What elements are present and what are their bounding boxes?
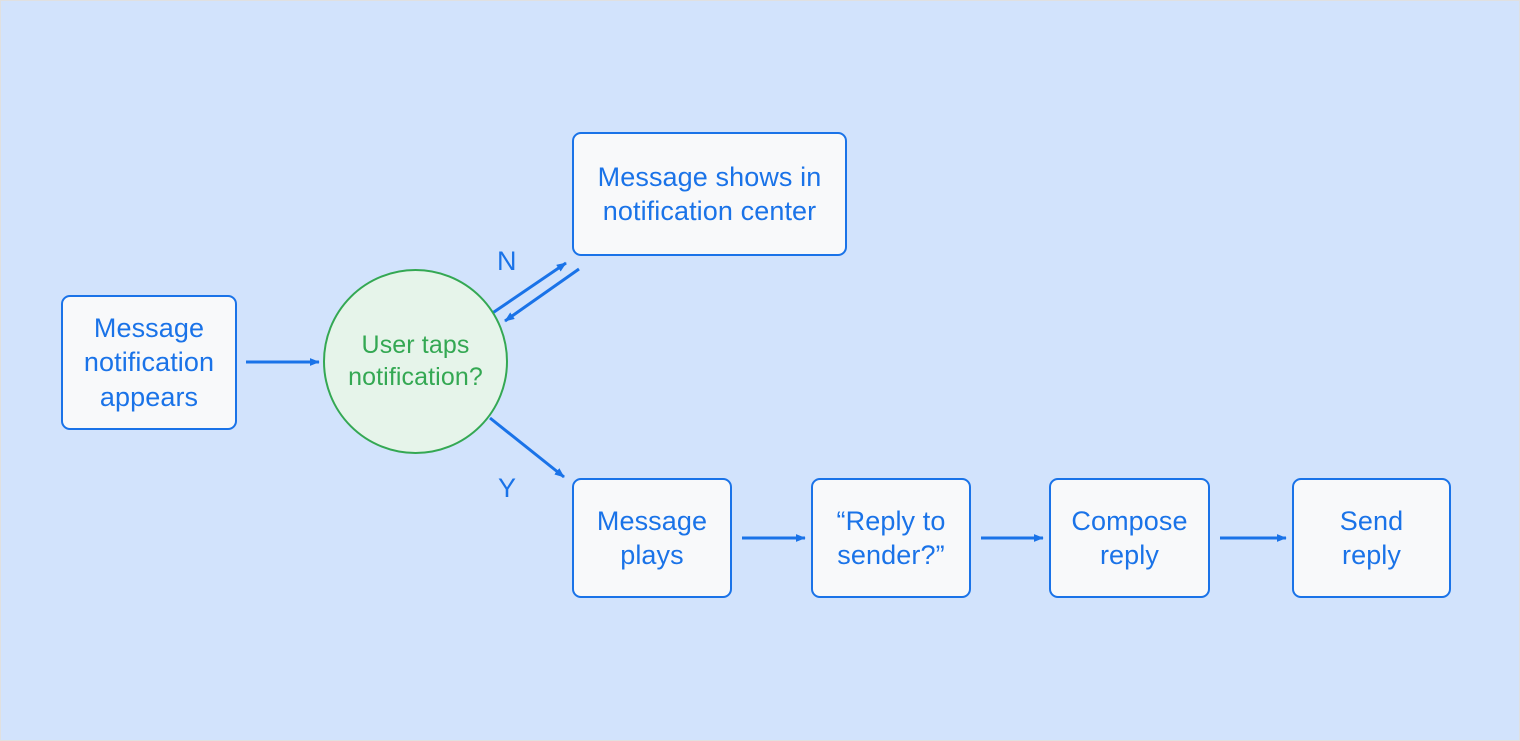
node-send-reply[interactable]: Send reply (1292, 478, 1451, 598)
node-message-notification-appears[interactable]: Message notification appears (61, 295, 237, 430)
node-reply-to-sender[interactable]: “Reply to sender?” (811, 478, 971, 598)
node-label: Compose reply (1071, 505, 1188, 570)
node-label: Message shows in notification center (597, 161, 822, 226)
edge-decision-to-message-plays (489, 416, 565, 479)
node-label: “Reply to sender?” (836, 505, 946, 570)
node-message-plays[interactable]: Message plays (572, 478, 732, 598)
edge-label-yes: Y (498, 473, 517, 503)
edge-label-no: N (497, 246, 517, 276)
node-user-taps-notification[interactable]: User taps notification? (323, 269, 508, 454)
edge-notification-center-to-decision (504, 267, 580, 323)
node-message-shows-in-notification-center[interactable]: Message shows in notification center (572, 132, 847, 256)
node-label: User taps notification? (348, 331, 483, 391)
node-label: Message notification appears (83, 313, 215, 412)
node-label: Message plays (596, 505, 708, 570)
node-compose-reply[interactable]: Compose reply (1049, 478, 1210, 598)
node-label: Send reply (1339, 505, 1404, 570)
